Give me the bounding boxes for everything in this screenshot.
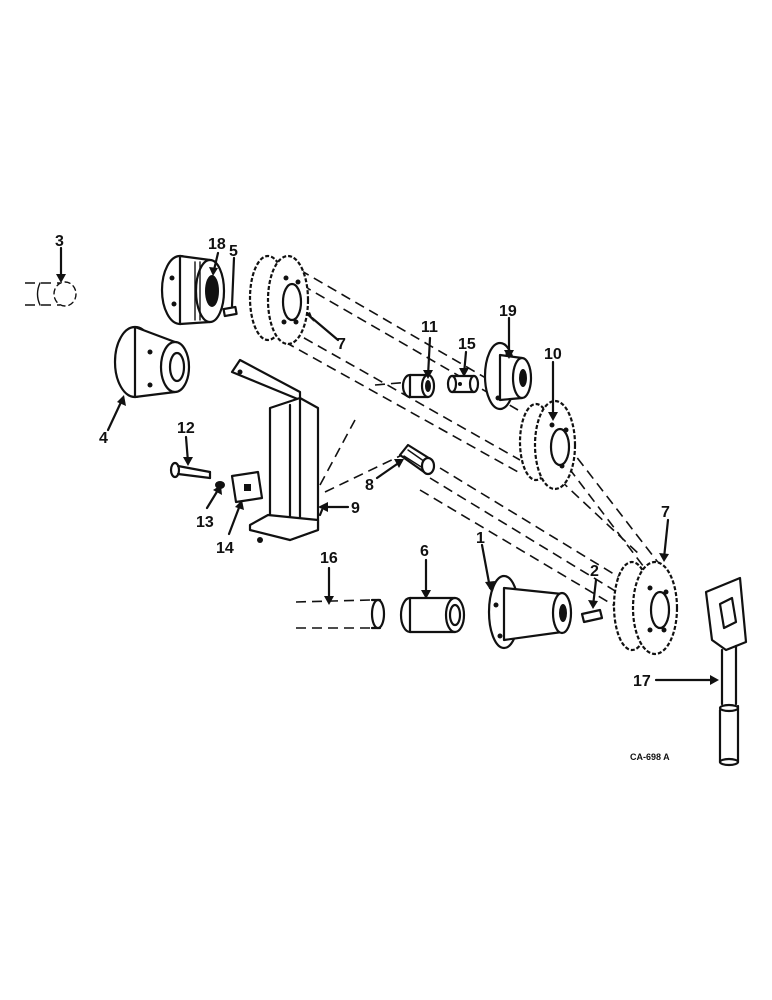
hub-flange-part	[483, 341, 533, 411]
callout-15: 15	[458, 336, 476, 353]
callout-13: 13	[196, 514, 214, 531]
leader-lines	[56, 246, 719, 685]
sprocket-lower-part	[612, 560, 679, 656]
callout-2: 2	[590, 563, 599, 580]
callout-11: 11	[421, 319, 438, 336]
key-lower-part	[580, 608, 604, 624]
callout-18: 18	[208, 236, 226, 253]
callout-10: 10	[544, 346, 562, 363]
bolt-part	[169, 461, 212, 480]
callout-17: 17	[633, 673, 651, 690]
callout-8: 8	[365, 477, 374, 494]
flanged-hub-part	[160, 254, 226, 326]
figure-code: CA-698 A	[630, 752, 670, 762]
callout-4: 4	[99, 430, 108, 447]
callout-7-upper: 7	[337, 336, 346, 353]
callout-1: 1	[476, 530, 485, 547]
drive-chain	[284, 269, 661, 613]
wrench-part	[704, 576, 748, 767]
nut-part	[215, 481, 225, 489]
sprocket-middle-part	[518, 399, 577, 491]
callout-6: 6	[420, 543, 429, 560]
bracket-part	[230, 358, 320, 543]
callout-19: 19	[499, 303, 517, 320]
callout-16: 16	[320, 550, 338, 567]
hub-lower-part	[487, 574, 573, 650]
key-part	[222, 305, 238, 318]
callout-3: 3	[55, 233, 64, 250]
pin-part	[446, 374, 480, 394]
shaft-part	[295, 598, 386, 630]
callout-9: 9	[351, 500, 360, 517]
coupling-part	[398, 443, 436, 476]
shaft-end-part	[25, 281, 77, 307]
sprocket-upper-part	[248, 254, 310, 346]
plate-part	[230, 470, 264, 504]
callout-labels: 3 18 5 7 11 15 19 10 4 12 8 9 13 14 16 6…	[55, 233, 670, 690]
spacer-part	[401, 373, 436, 399]
callout-12: 12	[177, 420, 195, 437]
sleeve-part	[399, 596, 466, 634]
bearing-collar-part	[113, 325, 191, 399]
callout-14: 14	[216, 540, 234, 557]
callout-7-lower: 7	[661, 504, 670, 521]
callout-5: 5	[229, 243, 238, 260]
